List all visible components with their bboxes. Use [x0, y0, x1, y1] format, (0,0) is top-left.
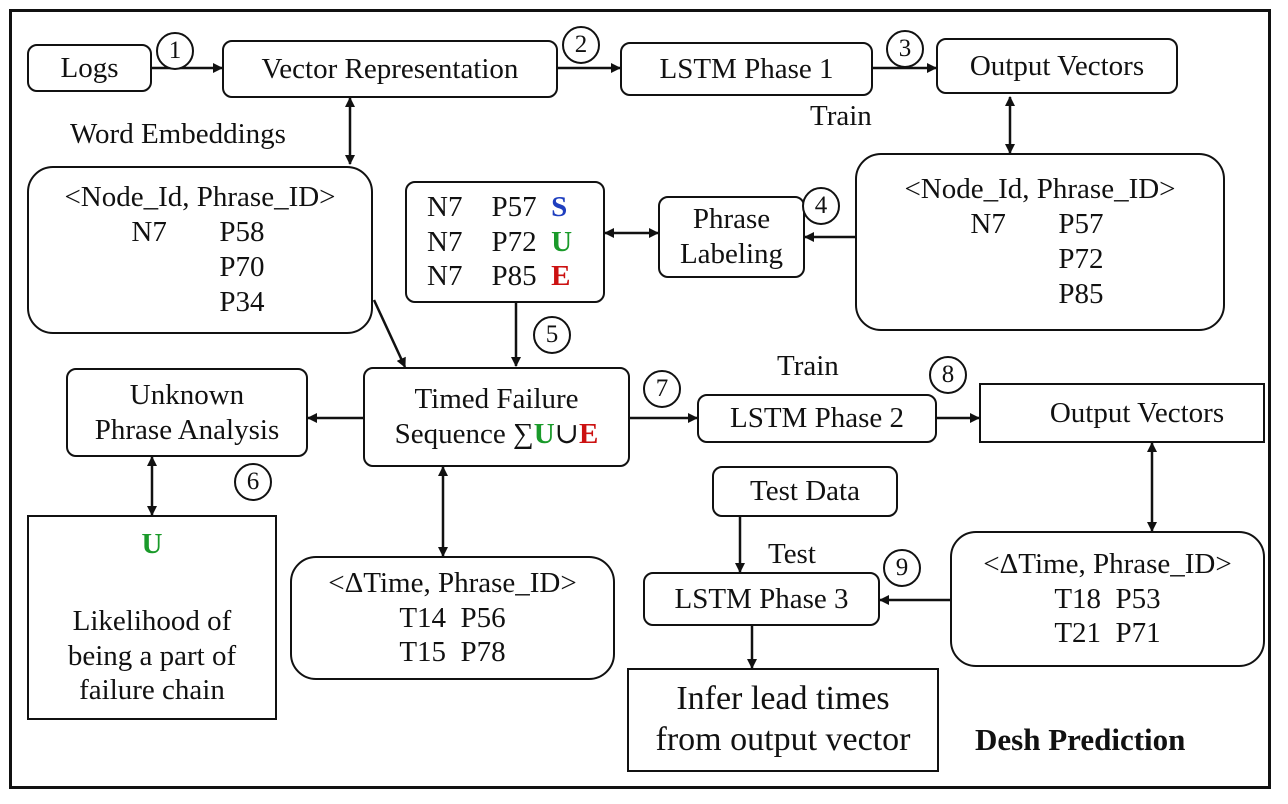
step-7-label: 7 — [655, 375, 669, 402]
labeled-phrase: P57 — [491, 190, 537, 223]
lstm-phase-1-label: LSTM Phase 1 — [659, 52, 834, 85]
step-3-label: 3 — [898, 35, 912, 62]
lstm-phase-3-label: LSTM Phase 3 — [674, 582, 849, 615]
likelihood-label-line3: failure chain — [79, 674, 225, 707]
labeled-node: N7 — [427, 260, 463, 293]
labeled-phrase-row: N7 P57 S — [427, 190, 567, 225]
timed-failure-prefix: Sequence ∑ — [394, 418, 534, 450]
node-phrase-left-phrase: P58 — [219, 216, 265, 249]
diagram-frame — [9, 9, 1271, 789]
infer-label-line1: Infer lead times — [676, 680, 890, 718]
likelihood-box: U Likelihood of being a part of failure … — [27, 515, 277, 720]
vector-representation-node: Vector Representation — [222, 40, 558, 98]
unknown-label-line1: Unknown — [129, 378, 245, 411]
phrase-labeling-label-line1: Phrase — [692, 203, 771, 236]
step-3-marker: 3 — [886, 30, 924, 68]
arrow-nodephrase-left-to-timed — [372, 299, 407, 368]
labeled-node: N7 — [427, 225, 463, 258]
train-mid-label: Train — [777, 350, 839, 382]
logs-node: Logs — [27, 44, 152, 92]
train-top-label: Train — [810, 100, 872, 132]
labeled-node: N7 — [427, 190, 463, 223]
unknown-label-line2: Phrase Analysis — [94, 413, 280, 446]
label-U: U — [551, 225, 573, 258]
lstm-phase-2-node: LSTM Phase 2 — [697, 394, 937, 443]
timed-failure-sequence-node: Timed Failure Sequence ∑U∪E — [363, 367, 630, 467]
node-phrase-left-header: <Node_Id, Phrase_ID> — [64, 181, 336, 214]
output-vectors-mid-node: Output Vectors — [979, 383, 1265, 443]
test-data-node: Test Data — [712, 466, 898, 517]
lstm-phase-2-label: LSTM Phase 2 — [730, 402, 904, 435]
step-6-marker: 6 — [234, 463, 272, 501]
time-phrase-right-row: T18 P53 — [1054, 582, 1161, 615]
lstm-phase-3-node: LSTM Phase 3 — [643, 572, 880, 626]
step-9-marker: 9 — [883, 549, 921, 587]
output-vectors-top-label: Output Vectors — [969, 49, 1145, 82]
time-phrase-left-row: T14 P56 — [399, 601, 506, 634]
time-phrase-right-box: <ΔTime, Phrase_ID> T18 P53 T21 P71 — [950, 531, 1265, 667]
label-S: S — [551, 190, 568, 223]
timed-failure-U: U — [533, 418, 555, 450]
test-label: Test — [768, 538, 816, 570]
node-phrase-left-phrase: P34 — [219, 285, 265, 318]
unknown-phrase-analysis-node: Unknown Phrase Analysis — [66, 368, 308, 457]
step-8-marker: 8 — [929, 356, 967, 394]
step-1-marker: 1 — [156, 32, 194, 70]
time-phrase-right-header: <ΔTime, Phrase_ID> — [983, 547, 1232, 580]
infer-lead-times-node: Infer lead times from output vector — [627, 668, 939, 772]
node-phrase-left-phrase: P70 — [219, 251, 265, 283]
time-phrase-right-row: T21 P71 — [1054, 617, 1161, 650]
node-phrase-left-node: N7 — [131, 216, 167, 249]
likelihood-label-line2: being a part of — [67, 639, 237, 672]
likelihood-label-line1: Likelihood of — [72, 604, 232, 637]
phrase-labeling-node: Phrase Labeling — [658, 196, 805, 278]
step-2-marker: 2 — [562, 26, 600, 64]
node-phrase-right-phrase: P57 — [1058, 208, 1104, 241]
likelihood-U: U — [141, 528, 163, 560]
node-phrase-right-box: <Node_Id, Phrase_ID> N7 P57 P72 P85 — [855, 153, 1225, 331]
step-2-label: 2 — [574, 31, 588, 58]
timed-failure-label-line1: Timed Failure — [414, 383, 579, 416]
step-4-marker: 4 — [802, 187, 840, 225]
node-phrase-right-phrase: P72 — [1058, 243, 1104, 275]
desh-prediction-label: Desh Prediction — [975, 722, 1186, 757]
step-7-marker: 7 — [643, 370, 681, 408]
labeled-phrase: P85 — [491, 260, 537, 293]
node-phrase-right-header: <Node_Id, Phrase_ID> — [904, 173, 1176, 206]
time-phrase-left-header: <ΔTime, Phrase_ID> — [328, 566, 577, 599]
step-6-label: 6 — [246, 468, 260, 495]
step-9-label: 9 — [895, 554, 909, 581]
label-E: E — [551, 260, 571, 293]
node-phrase-right-node: N7 — [970, 208, 1006, 241]
word-embeddings-label: Word Embeddings — [70, 118, 286, 150]
test-data-label: Test Data — [750, 475, 860, 508]
timed-failure-E: E — [578, 418, 599, 450]
node-phrase-right-phrase: P85 — [1058, 277, 1104, 310]
labeled-phrase-row: N7 P85 E — [427, 259, 570, 294]
time-phrase-left-box: <ΔTime, Phrase_ID> T14 P56 T15 P78 — [290, 556, 615, 680]
timed-failure-label-line2: Sequence ∑U∪E — [395, 417, 599, 452]
time-phrase-left-row: T15 P78 — [399, 636, 506, 669]
logs-label: Logs — [60, 51, 119, 84]
labeled-phrase-row: N7 P72 U — [427, 225, 572, 260]
labeled-phrase: P72 — [491, 225, 537, 258]
output-vectors-mid-label: Output Vectors — [1049, 396, 1225, 429]
node-phrase-left-box: <Node_Id, Phrase_ID> N7 P58 P70 P34 — [27, 166, 373, 334]
step-1-label: 1 — [168, 37, 182, 64]
infer-label-line2: from output vector — [655, 721, 911, 758]
step-4-label: 4 — [814, 192, 828, 219]
phrase-labeling-label-line2: Labeling — [679, 238, 784, 270]
output-vectors-top-node: Output Vectors — [936, 38, 1178, 94]
step-8-label: 8 — [941, 361, 955, 388]
lstm-phase-1-node: LSTM Phase 1 — [620, 42, 873, 96]
vector-representation-label: Vector Representation — [261, 52, 519, 85]
step-5-label: 5 — [545, 321, 559, 348]
labeled-phrases-box: N7 P57 S N7 P72 U N7 P85 E — [405, 181, 605, 303]
timed-failure-union-symbol: ∪ — [554, 418, 579, 450]
step-5-marker: 5 — [533, 316, 571, 354]
